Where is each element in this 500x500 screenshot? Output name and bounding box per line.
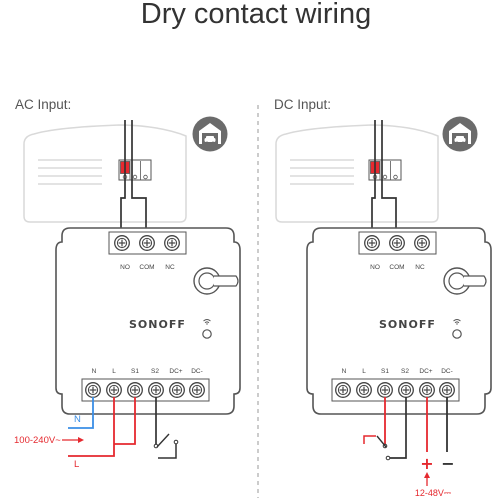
ac-input-heading: AC Input: — [15, 97, 71, 112]
dc-led — [452, 329, 462, 339]
page-title: Dry contact wiring — [141, 0, 371, 30]
garage-door-icon — [442, 116, 478, 152]
ac-garage-motor — [23, 124, 187, 223]
wifi-icon — [453, 319, 461, 325]
ac-label-com: COM — [139, 264, 154, 271]
ac-bottom-terminals: N L S1 S2 DC+ DC- — [81, 368, 210, 402]
ac-terminal-s2 — [148, 382, 164, 398]
dc-label-com: COM — [389, 264, 404, 271]
dc-terminal-s1 — [377, 382, 393, 398]
ac-com-wire — [131, 120, 147, 240]
dc-top-terminals: NO COM NC — [358, 231, 437, 271]
ac-voltage-label: 100-240V~ — [14, 435, 61, 446]
ac-terminal-l — [106, 382, 122, 398]
ac-terminal-dcplus — [169, 382, 185, 398]
garage-door-icon — [192, 116, 228, 152]
dc-terminal-dcplus — [419, 382, 435, 398]
ac-terminal-nc — [164, 235, 180, 251]
ac-s1-wire — [114, 397, 136, 445]
ac-panel: AC Input: NO COM NC — [14, 97, 241, 470]
dc-voltage-label: 12-48V⎓ — [415, 488, 451, 498]
ac-terminal-no — [114, 235, 130, 251]
dc-terminal-s2 — [398, 382, 414, 398]
ac-label-nc: NC — [165, 264, 175, 271]
ac-wall-switch — [153, 433, 179, 459]
dc-terminal-dcminus — [439, 382, 455, 398]
ac-live-label: L — [74, 459, 79, 470]
ac-neutral-wire — [68, 397, 94, 429]
dc-s2-wire — [388, 397, 407, 459]
dc-label-dcplus: DC+ — [419, 368, 432, 375]
ac-label-s2: S2 — [151, 368, 159, 375]
dc-no-wire — [371, 120, 376, 240]
ac-motor-terminal-block — [118, 159, 152, 181]
ac-terminal-n — [85, 382, 101, 398]
ac-neutral-label: N — [74, 414, 81, 425]
dc-terminal-no — [364, 235, 380, 251]
ac-led — [202, 329, 212, 339]
ac-voltage-arrowhead — [78, 437, 84, 443]
dc-label-l: L — [362, 368, 366, 375]
ac-live-wire — [68, 397, 115, 457]
ac-brand-logo: SONOFF — [129, 318, 186, 331]
dc-wall-switch — [363, 435, 391, 461]
dc-label-n: N — [342, 368, 347, 375]
dc-pairing-button — [443, 267, 487, 295]
ac-terminal-s1 — [127, 382, 143, 398]
dc-terminal-l — [356, 382, 372, 398]
dc-label-s1: S1 — [381, 368, 389, 375]
dc-com-wire — [381, 120, 397, 240]
dc-bottom-terminals: N L S1 S2 DC+ DC- — [331, 368, 460, 402]
dc-label-nc: NC — [415, 264, 425, 271]
ac-label-no: NO — [120, 264, 130, 271]
dc-garage-motor — [275, 124, 439, 223]
ac-terminal-com — [139, 235, 155, 251]
dc-voltage-arrowhead — [424, 472, 430, 478]
dc-terminal-nc — [414, 235, 430, 251]
ac-no-wire — [120, 120, 126, 240]
dc-label-s2: S2 — [401, 368, 409, 375]
dc-label-dcminus: DC- — [441, 368, 453, 375]
ac-pairing-button — [193, 267, 239, 295]
ac-label-dcminus: DC- — [191, 368, 203, 375]
dc-minus-label: − — [441, 454, 454, 473]
dc-terminal-n — [335, 382, 351, 398]
ac-label-s1: S1 — [131, 368, 139, 375]
ac-label-dcplus: DC+ — [169, 368, 182, 375]
dc-label-no: NO — [370, 264, 380, 271]
dc-panel: DC Input: NO COM NC SONOFF — [274, 97, 492, 498]
wifi-icon — [203, 319, 211, 325]
ac-terminal-dcminus — [189, 382, 205, 398]
ac-top-terminals: NO COM NC — [108, 231, 187, 271]
dc-terminal-com — [389, 235, 405, 251]
dc-plus-label: + — [420, 454, 433, 473]
ac-label-l: L — [112, 368, 116, 375]
ac-label-n: N — [92, 368, 97, 375]
dc-input-heading: DC Input: — [274, 97, 331, 112]
dc-brand-logo: SONOFF — [379, 318, 436, 331]
dc-motor-terminal-block — [368, 159, 402, 181]
